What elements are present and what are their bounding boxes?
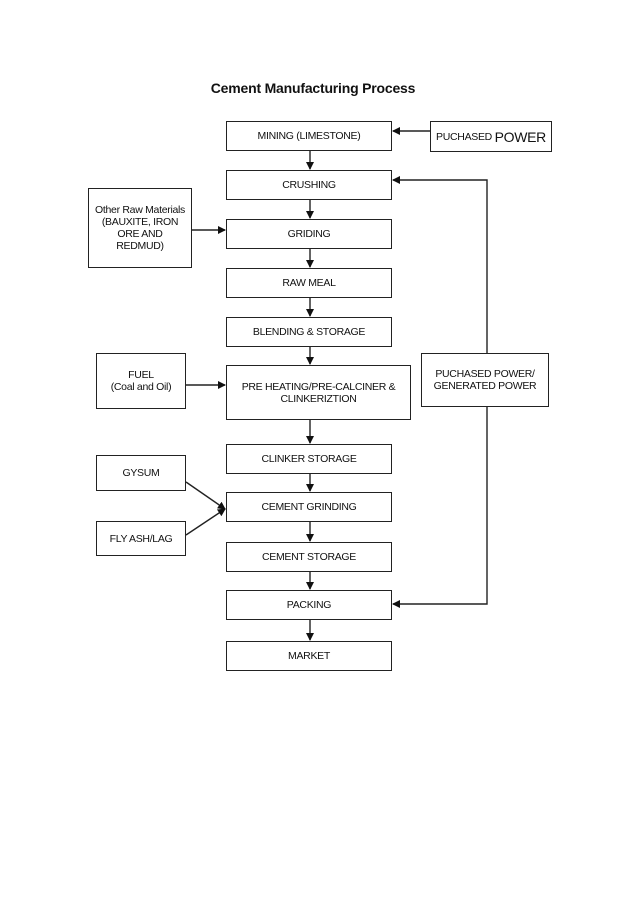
step-cement-storage-label: CEMENT STORAGE xyxy=(261,551,356,563)
step-cement-storage: CEMENT STORAGE xyxy=(226,542,392,572)
step-packing: PACKING xyxy=(226,590,392,620)
input-purchased-power-small: PUCHASED xyxy=(436,130,492,143)
step-mining: MINING (LIMESTONE) xyxy=(226,121,392,151)
step-blending-storage-label: BLENDING & STORAGE xyxy=(252,326,366,338)
input-fuel: FUEL (Coal and Oil) xyxy=(96,353,186,409)
step-clinker-storage: CLINKER STORAGE xyxy=(226,444,392,474)
input-gypsum: GYSUM xyxy=(96,455,186,491)
step-market-label: MARKET xyxy=(288,650,330,662)
input-other-raw-materials-label: Other Raw Materials (BAUXITE, IRON ORE A… xyxy=(95,204,185,252)
step-market: MARKET xyxy=(226,641,392,671)
step-clinker-storage-label: CLINKER STORAGE xyxy=(261,453,357,465)
step-crushing: CRUSHING xyxy=(226,170,392,200)
step-raw-meal: RAW MEAL xyxy=(226,268,392,298)
input-gypsum-label: GYSUM xyxy=(122,467,160,479)
input-purchased-power-big: POWER xyxy=(494,128,547,145)
input-fly-ash: FLY ASH/LAG xyxy=(96,521,186,556)
input-other-raw-materials: Other Raw Materials (BAUXITE, IRON ORE A… xyxy=(88,188,192,268)
input-purchased-power: PUCHASED POWER xyxy=(430,121,552,152)
step-griding-label: GRIDING xyxy=(287,228,331,240)
step-griding: GRIDING xyxy=(226,219,392,249)
step-blending-storage: BLENDING & STORAGE xyxy=(226,317,392,347)
input-purchased-generated-power-label: PUCHASED POWER/ GENERATED POWER xyxy=(433,368,537,392)
line-power-loop xyxy=(392,176,488,353)
step-crushing-label: CRUSHING xyxy=(282,179,336,191)
line-power-packing xyxy=(392,407,488,608)
arrow-gypsum-grinding xyxy=(185,481,226,510)
step-preheating: PRE HEATING/PRE-CALCINER & CLINKERIZTION xyxy=(226,365,411,420)
input-fly-ash-label: FLY ASH/LAG xyxy=(109,532,173,545)
step-packing-label: PACKING xyxy=(286,599,332,611)
arrow-flyash-grinding xyxy=(185,508,226,536)
step-preheating-label: PRE HEATING/PRE-CALCINER & CLINKERIZTION xyxy=(241,380,396,405)
input-purchased-generated-power: PUCHASED POWER/ GENERATED POWER xyxy=(421,353,549,407)
step-mining-label: MINING (LIMESTONE) xyxy=(257,130,361,142)
input-fuel-label: FUEL (Coal and Oil) xyxy=(110,369,172,393)
step-cement-grinding: CEMENT GRINDING xyxy=(226,492,392,522)
step-cement-grinding-label: CEMENT GRINDING xyxy=(261,501,357,513)
diagram-title: Cement Manufacturing Process xyxy=(210,80,416,96)
step-raw-meal-label: RAW MEAL xyxy=(282,277,336,289)
